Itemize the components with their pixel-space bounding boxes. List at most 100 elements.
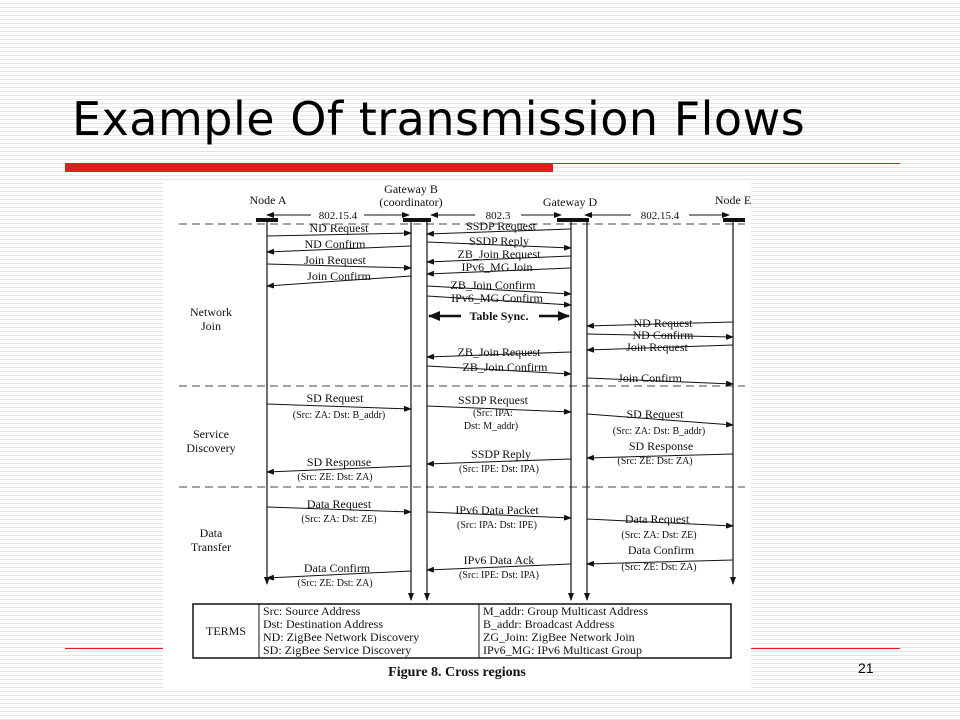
svg-text:SSDP Reply: SSDP Reply <box>471 447 531 461</box>
message-sd-response-a: SD Response (Src: ZE: Dst: ZA) <box>266 455 412 483</box>
gateway-b-label: Gateway B <box>384 182 438 196</box>
message-ssdp-reply: SSDP Reply <box>426 234 572 251</box>
slide-title: Example Of transmission Flows <box>72 92 806 146</box>
message-zb-join-confirm-d: ZB_Join Confirm <box>426 360 572 377</box>
region-network-join-2: Join <box>201 319 221 333</box>
region-data-transfer-2: Transfer <box>191 540 231 554</box>
svg-text:SD Response: SD Response <box>629 439 693 453</box>
svg-text:(Src: ZE: Dst: ZA): (Src: ZE: Dst: ZA) <box>621 562 696 573</box>
term-dst: Dst: Destination Address <box>263 617 383 631</box>
title-accent-bar <box>65 163 553 172</box>
node-a-bar <box>256 218 278 222</box>
svg-text:IPv6_MG Join: IPv6_MG Join <box>461 260 532 274</box>
message-ssdp-reply-sd: SSDP Reply (Src: IPE: Dst: IPA) <box>426 447 572 475</box>
message-zb-join-request-b: ZB_Join Request <box>426 247 572 265</box>
message-ipv6-mg-confirm: IPv6_MG Confirm <box>426 291 572 308</box>
message-data-confirm-a: Data Confirm (Src: ZE: Dst: ZA) <box>266 561 412 589</box>
message-data-confirm-e: Data Confirm (Src: ZE: Dst: ZA) <box>586 543 734 573</box>
svg-text:SD Response: SD Response <box>307 455 371 469</box>
svg-text:SSDP Reply: SSDP Reply <box>469 234 529 248</box>
svg-text:Data Confirm: Data Confirm <box>304 561 371 575</box>
link-de: 802.15.4 <box>584 210 730 222</box>
svg-text:Data Request: Data Request <box>625 512 690 526</box>
figure-caption: Figure 8. Cross regions <box>388 665 526 680</box>
term-ipv6-mg: IPv6_MG: IPv6 Multicast Group <box>483 643 642 657</box>
message-join-confirm-a: Join Confirm <box>266 269 412 289</box>
region-service-discovery: Service <box>193 427 229 441</box>
svg-text:ND Request: ND Request <box>310 221 370 235</box>
svg-text:(Src: ZE: Dst: ZA): (Src: ZE: Dst: ZA) <box>297 472 372 483</box>
svg-text:(Src: IPA: Dst: IPE): (Src: IPA: Dst: IPE) <box>457 520 537 531</box>
svg-text:SSDP Request: SSDP Request <box>458 393 529 407</box>
svg-text:Join Request: Join Request <box>626 340 688 354</box>
message-join-request-e: Join Request <box>586 340 734 354</box>
svg-text:Join Confirm: Join Confirm <box>618 371 682 385</box>
svg-text:IPv6 Data Ack: IPv6 Data Ack <box>464 553 535 567</box>
svg-text:ZB_Join Confirm: ZB_Join Confirm <box>450 278 536 292</box>
svg-text:IPv6 Data Packet: IPv6 Data Packet <box>455 503 539 517</box>
gateway-d-label: Gateway D <box>543 195 598 209</box>
message-ipv6-data-ack: IPv6 Data Ack (Src: IPE: Dst: IPA) <box>426 553 572 581</box>
message-nd-confirm-a: ND Confirm <box>266 237 412 255</box>
svg-text:Dst: M_addr): Dst: M_addr) <box>464 421 518 432</box>
region-network-join: Network <box>190 305 232 319</box>
sequence-diagram-figure: Node A Gateway B (coordinator) Gateway D… <box>163 182 751 690</box>
svg-text:ZB_Join Request: ZB_Join Request <box>458 345 542 359</box>
page-number: 21 <box>858 660 874 676</box>
terms-label: TERMS <box>206 624 246 638</box>
term-zg-join: ZG_Join: ZigBee Network Join <box>483 630 635 644</box>
term-sd: SD: ZigBee Service Discovery <box>263 643 411 657</box>
svg-text:(Src: ZA: Dst: B_addr): (Src: ZA: Dst: B_addr) <box>613 426 706 437</box>
message-nd-request-e: ND Request <box>586 316 734 330</box>
message-sd-response-e: SD Response (Src: ZE: Dst: ZA) <box>586 439 734 467</box>
message-nd-confirm-e: ND Confirm <box>586 328 734 342</box>
message-nd-request-a: ND Request <box>266 221 412 237</box>
svg-text:Data Confirm: Data Confirm <box>628 543 695 557</box>
svg-text:Data Request: Data Request <box>307 497 372 511</box>
svg-text:SSDP Request: SSDP Request <box>466 219 537 233</box>
message-ssdp-request-sd: SSDP Request (Src: IPA: Dst: M_addr) <box>426 393 572 432</box>
svg-text:ZB_Join Confirm: ZB_Join Confirm <box>462 360 548 374</box>
svg-text:(Src: ZA: Dst: ZE): (Src: ZA: Dst: ZE) <box>621 530 696 541</box>
svg-text:(Src: ZA: Dst: ZE): (Src: ZA: Dst: ZE) <box>301 514 376 525</box>
term-nd: ND: ZigBee Network Discovery <box>263 630 419 644</box>
svg-text:SD Request: SD Request <box>627 407 685 421</box>
svg-text:ND Confirm: ND Confirm <box>633 328 695 342</box>
term-src: Src: Source Address <box>263 604 361 618</box>
svg-text:IPv6_MG Confirm: IPv6_MG Confirm <box>451 291 543 305</box>
message-join-request-a: Join Request <box>266 253 412 271</box>
message-join-confirm-e: Join Confirm <box>586 371 734 387</box>
message-ipv6-mg-join: IPv6_MG Join <box>426 260 572 277</box>
term-m-addr: M_addr: Group Multicast Address <box>483 604 648 618</box>
node-a-label: Node A <box>250 193 287 207</box>
message-data-request-e: Data Request (Src: ZA: Dst: ZE) <box>586 512 734 541</box>
svg-text:(Src: ZE: Dst: ZA): (Src: ZE: Dst: ZA) <box>297 578 372 589</box>
link-ab: 802.15.4 <box>266 210 410 222</box>
svg-text:ND Request: ND Request <box>634 316 694 330</box>
message-table-sync: Table Sync. <box>428 309 570 323</box>
svg-text:(Src: IPA:: (Src: IPA: <box>473 408 513 419</box>
link-bd: 802.3 <box>430 210 562 222</box>
link-ab-label: 802.15.4 <box>319 210 358 222</box>
svg-text:Join Request: Join Request <box>304 253 366 267</box>
region-data-transfer: Data <box>200 526 223 540</box>
term-b-addr: B_addr: Broadcast Address <box>483 617 615 631</box>
sequence-diagram: Node A Gateway B (coordinator) Gateway D… <box>179 182 751 680</box>
message-zb-join-request-d: ZB_Join Request <box>426 345 572 360</box>
gateway-b-bar <box>403 218 431 222</box>
message-zb-join-confirm-b: ZB_Join Confirm <box>426 278 572 297</box>
message-ipv6-data-packet: IPv6 Data Packet (Src: IPA: Dst: IPE) <box>426 503 572 531</box>
link-bd-label: 802.3 <box>486 210 511 222</box>
svg-text:(Src: ZA: Dst: B_addr): (Src: ZA: Dst: B_addr) <box>293 410 386 421</box>
svg-text:(Src: IPE: Dst: IPA): (Src: IPE: Dst: IPA) <box>459 464 539 475</box>
message-data-request-a: Data Request (Src: ZA: Dst: ZE) <box>266 497 412 525</box>
svg-text:Table Sync.: Table Sync. <box>470 309 529 323</box>
gateway-d-bar <box>557 218 589 222</box>
message-sd-request-a: SD Request (Src: ZA: Dst: B_addr) <box>266 391 412 421</box>
svg-text:(Src: IPE: Dst: IPA): (Src: IPE: Dst: IPA) <box>459 570 539 581</box>
svg-text:Join Confirm: Join Confirm <box>307 269 371 283</box>
node-e-label: Node E <box>715 193 751 207</box>
svg-text:SD Request: SD Request <box>307 391 365 405</box>
svg-text:(Src: ZE: Dst: ZA): (Src: ZE: Dst: ZA) <box>617 456 692 467</box>
message-ssdp-request: SSDP Request <box>426 219 572 237</box>
